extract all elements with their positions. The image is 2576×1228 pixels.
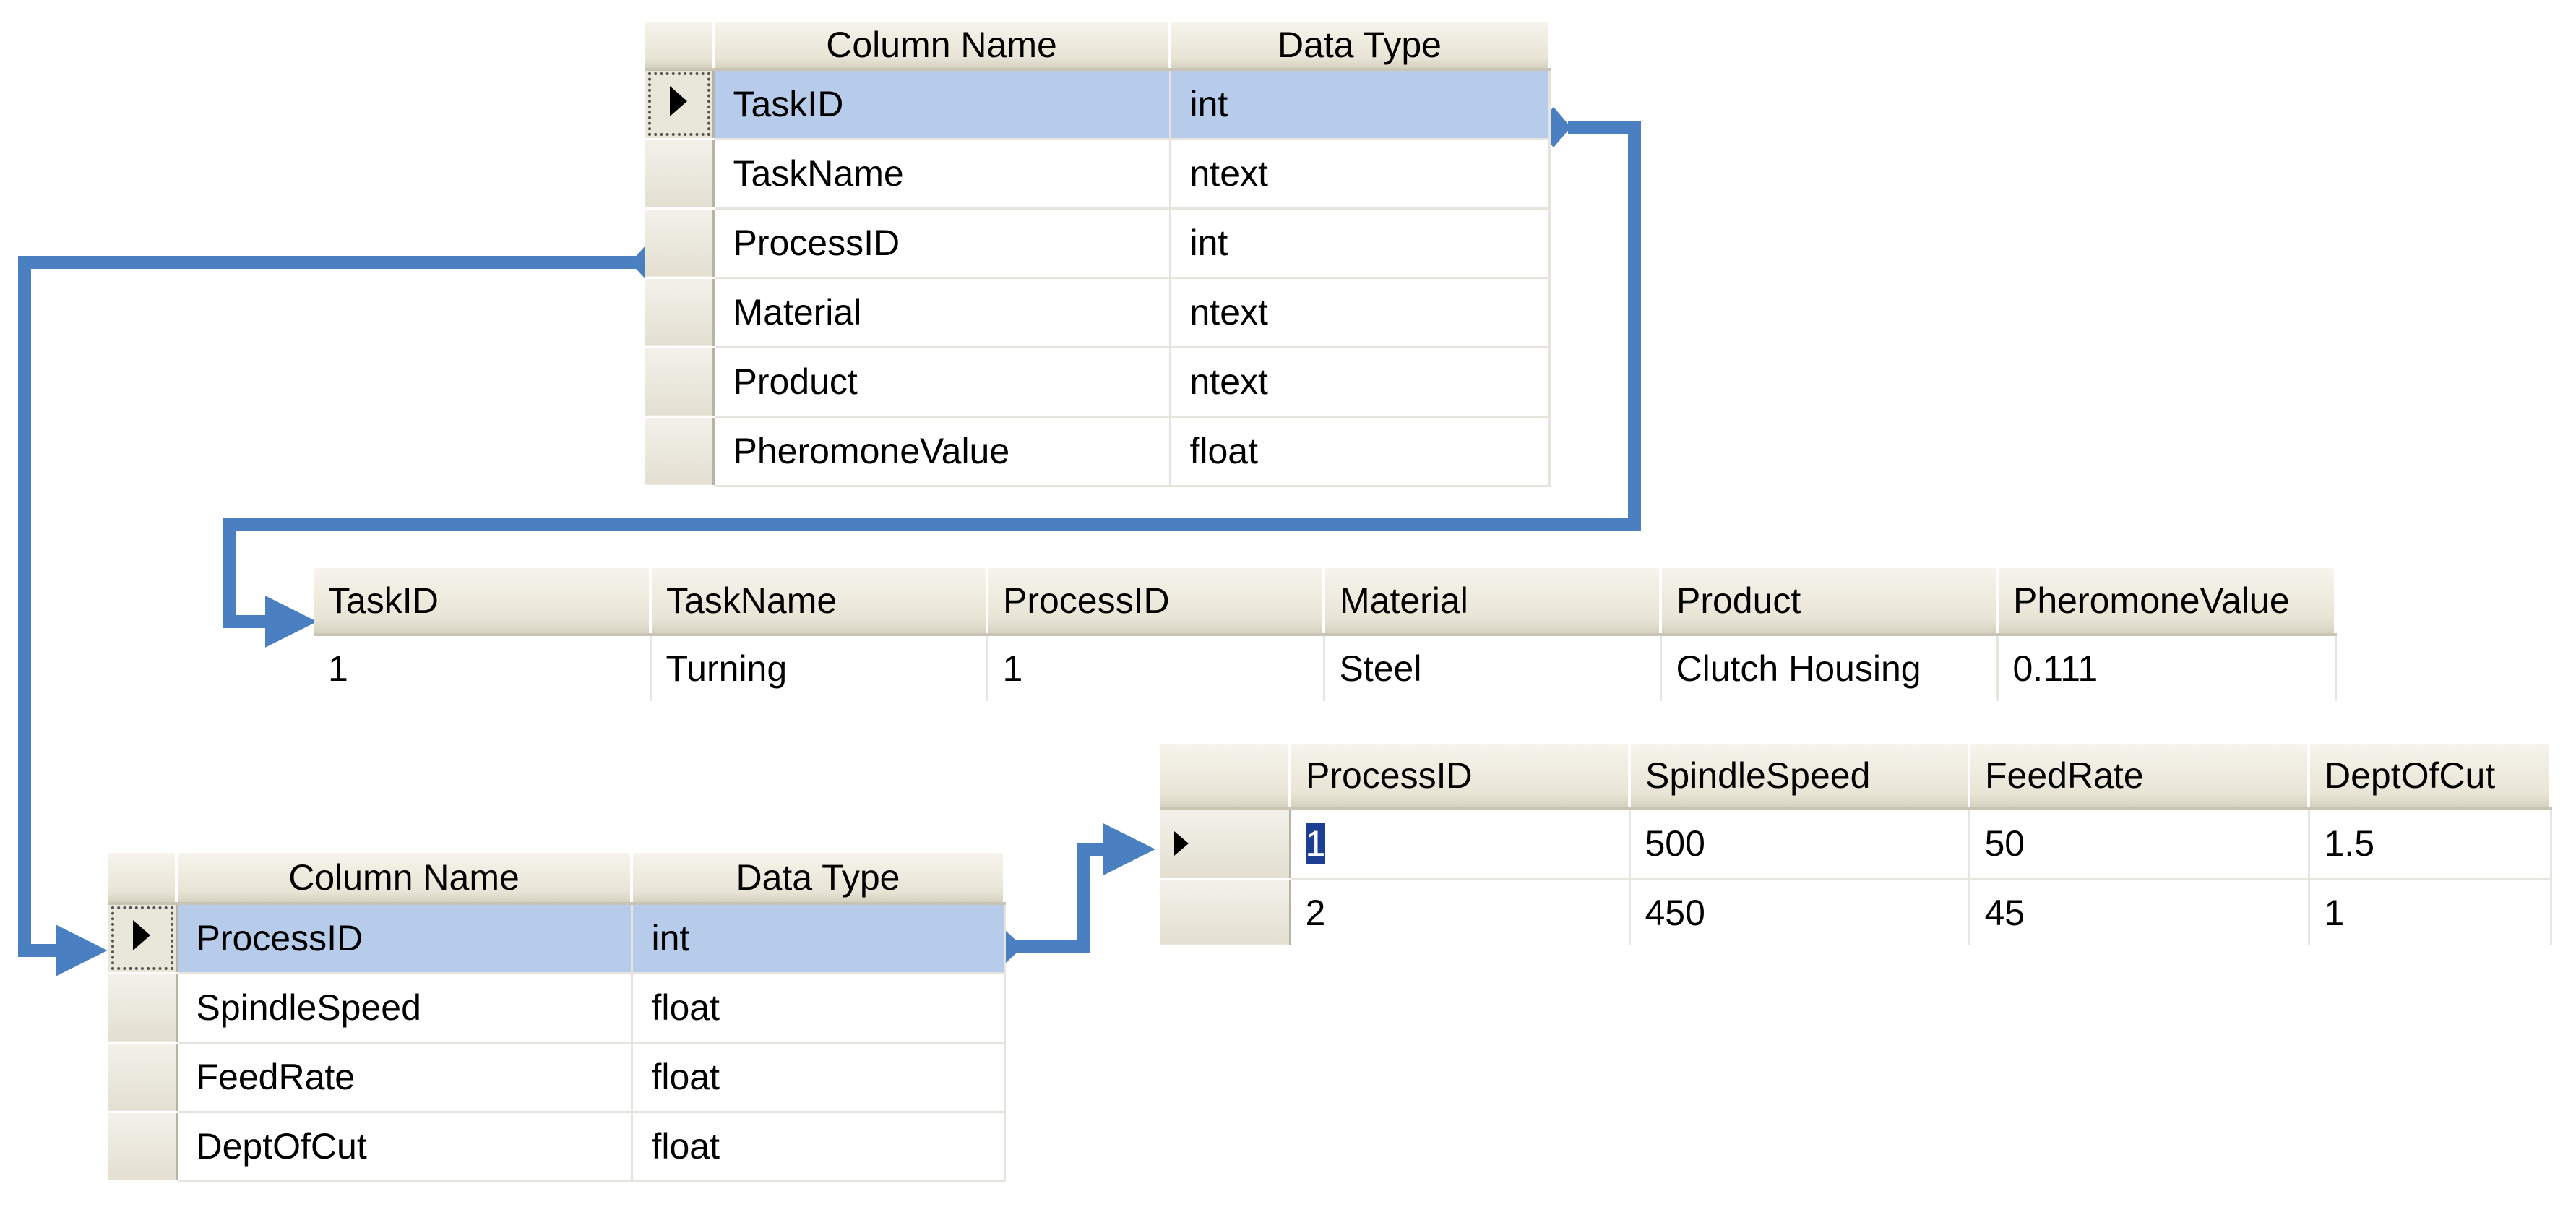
column-header-feedrate[interactable]: FeedRate [1969, 744, 2310, 810]
cell-material[interactable]: Steel [1324, 635, 1662, 701]
data-type-cell[interactable]: float [632, 1042, 1006, 1113]
row-selector-header [1160, 744, 1291, 810]
row-selector[interactable] [645, 69, 715, 140]
design-row-deptofcut[interactable]: DeptOfCut float [108, 1112, 1006, 1182]
row-selector[interactable] [108, 973, 178, 1044]
task-table-design-grid: Column Name Data Type TaskID int TaskNam… [645, 22, 1551, 487]
process-table-data-grid: ProcessID SpindleSpeed FeedRate DeptOfCu… [1160, 744, 2552, 947]
row-selector-header [645, 22, 715, 71]
table-row[interactable]: 1 500 50 1.5 [1160, 808, 2552, 880]
data-type-cell[interactable]: float [632, 1112, 1006, 1182]
row-selector[interactable] [645, 347, 715, 418]
column-name-header[interactable]: Column Name [713, 22, 1171, 71]
data-type-cell[interactable]: int [632, 903, 1006, 974]
design-row-processid[interactable]: ProcessID int [108, 903, 1006, 974]
cell-spindlespeed[interactable]: 450 [1629, 879, 1970, 945]
data-type-header[interactable]: Data Type [1170, 22, 1551, 71]
table-row[interactable]: 1 Turning 1 Steel Clutch Housing 0.111 [314, 635, 2337, 701]
column-header-taskname[interactable]: TaskName [650, 568, 988, 636]
data-type-cell[interactable]: int [1170, 208, 1551, 279]
cell-taskname[interactable]: Turning [650, 635, 988, 701]
data-type-cell[interactable]: float [1170, 416, 1551, 487]
cell-pheromonevalue[interactable]: 0.111 [1997, 635, 2337, 701]
cell-deptofcut[interactable]: 1.5 [2309, 808, 2552, 880]
column-name-cell[interactable]: SpindleSpeed [176, 973, 633, 1044]
column-header-deptofcut[interactable]: DeptOfCut [2309, 744, 2552, 810]
row-selector-header [108, 853, 178, 905]
cell-processid[interactable]: 2 [1290, 879, 1631, 945]
data-type-cell[interactable]: int [1170, 69, 1551, 140]
row-selector[interactable] [1160, 808, 1291, 880]
column-name-header[interactable]: Column Name [176, 853, 633, 905]
column-header-pheromonevalue[interactable]: PheromoneValue [1997, 568, 2337, 636]
data-type-cell[interactable]: float [632, 973, 1006, 1044]
column-header-spindlespeed[interactable]: SpindleSpeed [1629, 744, 1970, 810]
cell-product[interactable]: Clutch Housing [1660, 635, 1999, 701]
design-row-feedrate[interactable]: FeedRate float [108, 1042, 1006, 1113]
row-selector[interactable] [645, 208, 715, 279]
column-name-cell[interactable]: Material [713, 278, 1171, 348]
data-type-header[interactable]: Data Type [632, 853, 1006, 905]
data-type-cell[interactable]: ntext [1170, 139, 1551, 210]
selected-cell-text[interactable]: 1 [1304, 822, 1327, 866]
design-row-spindlespeed[interactable]: SpindleSpeed float [108, 973, 1006, 1044]
cell-spindlespeed[interactable]: 500 [1629, 808, 1970, 880]
column-name-cell[interactable]: TaskName [713, 139, 1171, 210]
row-selector[interactable] [108, 1112, 178, 1182]
current-row-arrow-icon [1174, 831, 1189, 856]
column-name-cell[interactable]: DeptOfCut [176, 1112, 633, 1182]
design-row-pheromonevalue[interactable]: PheromoneValue float [645, 416, 1551, 487]
column-header-processid[interactable]: ProcessID [1290, 744, 1631, 810]
column-name-cell[interactable]: FeedRate [176, 1042, 633, 1113]
column-name-cell[interactable]: PheromoneValue [713, 416, 1171, 487]
row-selector[interactable] [1160, 879, 1291, 947]
cell-feedrate[interactable]: 45 [1969, 879, 2310, 945]
row-selector[interactable] [645, 416, 715, 487]
column-name-cell[interactable]: ProcessID [176, 903, 633, 974]
design-row-taskid[interactable]: TaskID int [645, 69, 1551, 140]
table-row[interactable]: 2 450 45 1 [1160, 879, 2552, 947]
column-name-cell[interactable]: ProcessID [713, 208, 1171, 279]
row-selector[interactable] [108, 903, 178, 974]
design-row-processid[interactable]: ProcessID int [645, 208, 1551, 279]
current-row-arrow-icon [670, 86, 688, 117]
cell-processid[interactable]: 1 [987, 635, 1325, 701]
row-selector[interactable] [108, 1042, 178, 1113]
task-table-data-grid: TaskID TaskName ProcessID Material Produ… [314, 568, 2337, 701]
row-selector[interactable] [645, 278, 715, 348]
design-row-taskname[interactable]: TaskName ntext [645, 139, 1551, 210]
column-header-material[interactable]: Material [1324, 568, 1662, 636]
row-selector[interactable] [645, 139, 715, 210]
cell-processid[interactable]: 1 [1290, 808, 1631, 880]
column-name-cell[interactable]: TaskID [713, 69, 1171, 140]
cell-deptofcut[interactable]: 1 [2309, 879, 2552, 945]
data-type-cell[interactable]: ntext [1170, 278, 1551, 348]
design-row-product[interactable]: Product ntext [645, 347, 1551, 418]
column-header-taskid[interactable]: TaskID [314, 568, 652, 636]
column-name-cell[interactable]: Product [713, 347, 1171, 418]
cell-feedrate[interactable]: 50 [1969, 808, 2310, 880]
design-row-material[interactable]: Material ntext [645, 278, 1551, 348]
column-header-product[interactable]: Product [1660, 568, 1999, 636]
connector-processdesign-to-processdata [1012, 823, 1155, 953]
cell-taskid[interactable]: 1 [314, 635, 652, 701]
current-row-arrow-icon [133, 920, 151, 951]
column-header-processid[interactable]: ProcessID [987, 568, 1325, 636]
data-type-cell[interactable]: ntext [1170, 347, 1551, 418]
process-table-design-grid: Column Name Data Type ProcessID int Spin… [108, 853, 1006, 1182]
